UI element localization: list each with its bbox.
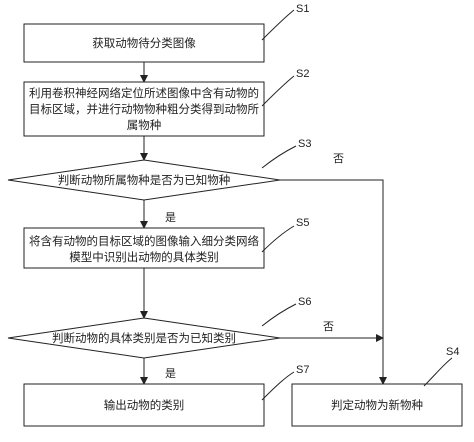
step-s7-label: S7 <box>296 364 309 376</box>
branch-s3-no: 否 <box>333 152 344 165</box>
step-s2-line2: 目标区域，并进行动物物种粗分类得到动物所 <box>29 102 259 116</box>
step-s1-callout <box>261 9 295 41</box>
arrow-s3-no-s4 <box>280 179 387 385</box>
step-s4-text: 判定动物为新物种 <box>331 398 423 412</box>
step-s2-line1: 利用卷积神经网络定位所述图像中含有动物的 <box>29 86 259 100</box>
branch-s6-yes: 是 <box>165 367 176 380</box>
step-s5-line2: 模型中识别出动物的具体类别 <box>69 250 219 264</box>
step-s4-callout <box>423 357 453 387</box>
step-s3-label: S3 <box>298 138 311 150</box>
step-s3-callout <box>261 145 297 169</box>
branch-s3-yes: 是 <box>165 211 176 224</box>
step-s1-box: 获取动物待分类图像 <box>23 23 265 63</box>
step-s2-label: S2 <box>296 68 309 80</box>
step-s5-label: S5 <box>296 217 309 229</box>
step-s2-box: 利用卷积神经网络定位所述图像中含有动物的 目标区域，并进行动物物种粗分类得到动物… <box>23 81 265 137</box>
branch-s6-no: 否 <box>323 320 334 333</box>
step-s6-callout <box>261 303 297 327</box>
step-s2-line3: 属物种 <box>127 118 162 132</box>
step-s4-box: 判定动物为新物种 <box>291 383 463 427</box>
step-s1-text: 获取动物待分类图像 <box>92 36 196 50</box>
step-s6-label: S6 <box>298 296 311 308</box>
step-s2-callout <box>261 75 295 107</box>
step-s4-label: S4 <box>446 346 459 358</box>
step-s5-box: 将含有动物的目标区域的图像输入细分类网络 模型中识别出动物的具体类别 <box>23 227 265 269</box>
step-s6-text: 判断动物的具体类别是否为已知类别 <box>52 331 236 345</box>
step-s6-decision: 判断动物的具体类别是否为已知类别 <box>7 317 281 359</box>
step-s5-line1: 将含有动物的目标区域的图像输入细分类网络 <box>29 234 259 248</box>
step-s5-callout <box>261 225 295 253</box>
step-s7-box: 输出动物的类别 <box>23 383 265 427</box>
step-s7-callout <box>261 371 295 401</box>
step-s1-label: S1 <box>296 3 309 15</box>
step-s3-text: 判断动物所属物种是否为已知物种 <box>58 173 231 187</box>
step-s7-text: 输出动物的类别 <box>104 398 185 412</box>
step-s3-decision: 判断动物所属物种是否为已知物种 <box>7 159 281 201</box>
